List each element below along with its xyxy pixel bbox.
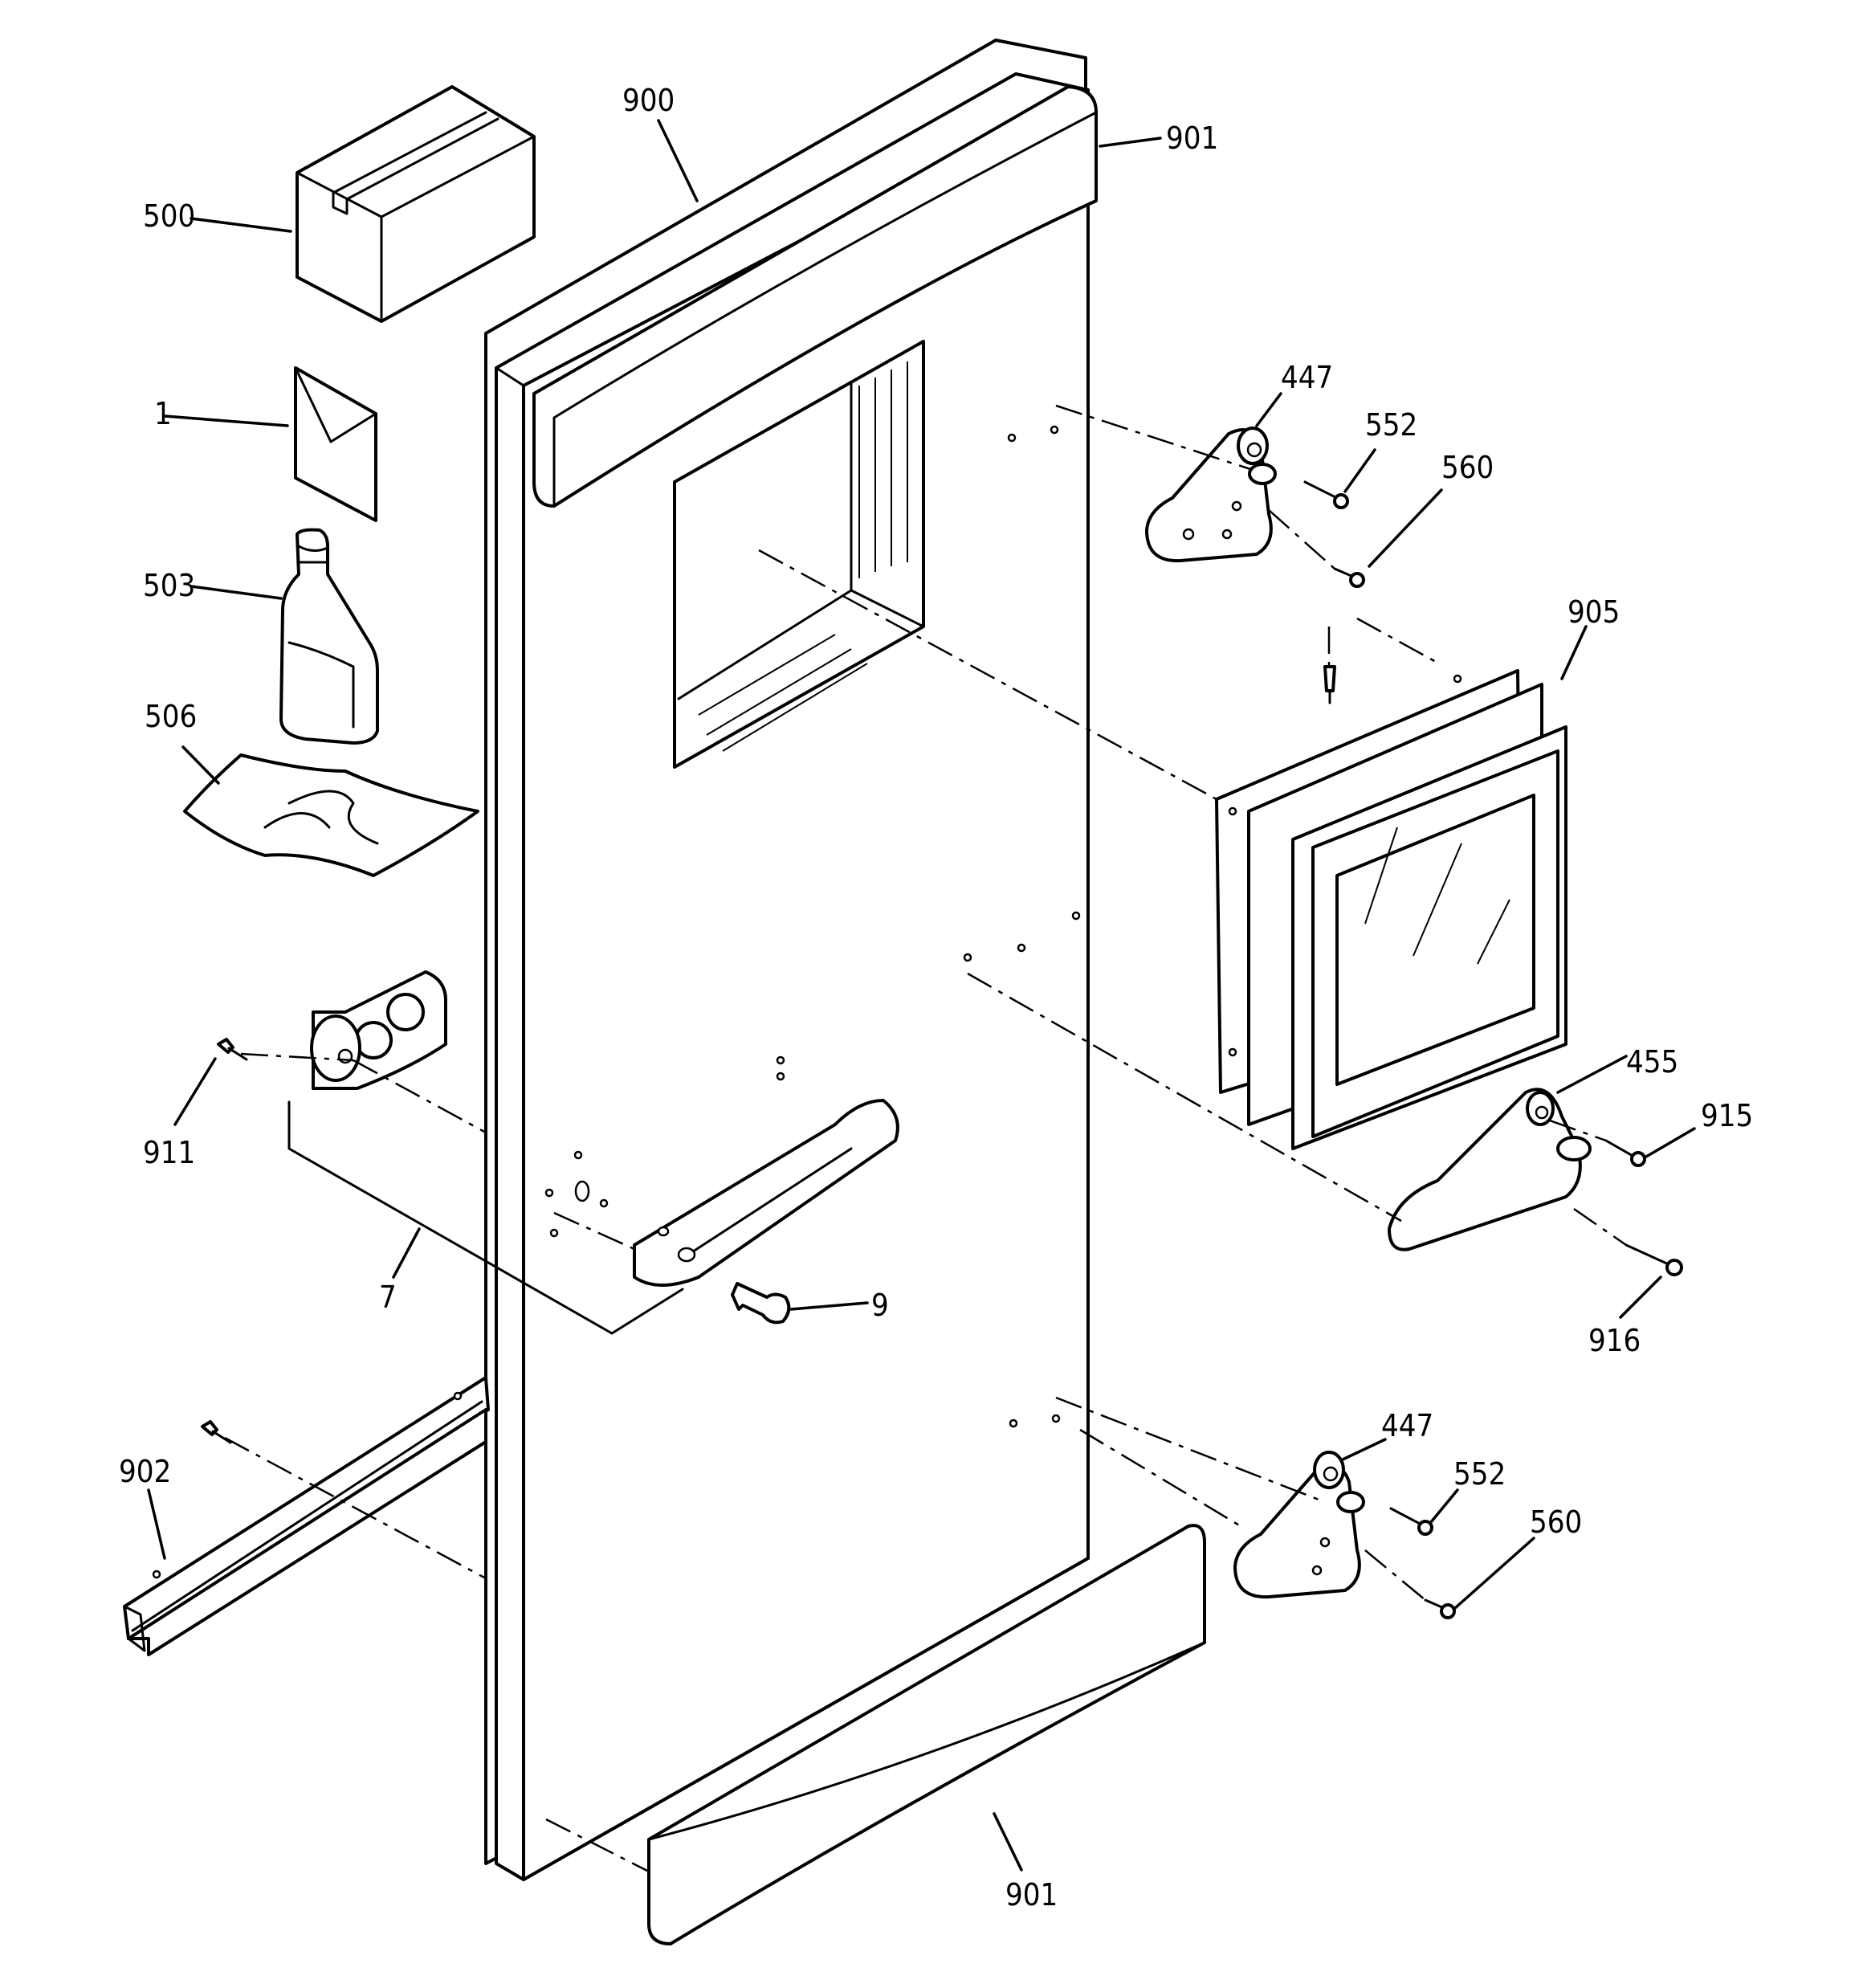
envelope <box>294 366 377 522</box>
door-panel <box>484 39 1098 1881</box>
callout-labels: 500 1 503 506 900 901 447 552 560 905 91… <box>119 83 1753 1912</box>
screw-916 <box>1625 1243 1683 1276</box>
callout-1: 1 <box>154 396 172 431</box>
lock-assembly <box>310 970 447 1090</box>
bottle <box>279 528 379 745</box>
callout-447-bottom: 447 <box>1381 1408 1433 1443</box>
callout-905: 905 <box>1567 594 1620 630</box>
window-assembly <box>1215 665 1567 1150</box>
callout-915: 915 <box>1701 1098 1753 1133</box>
bracket-line-7 <box>287 1100 684 1335</box>
callout-552-bottom: 552 <box>1453 1456 1506 1492</box>
screw-560-top <box>1333 567 1365 588</box>
key <box>731 1282 791 1325</box>
callout-901-top: 901 <box>1166 120 1218 156</box>
hinge-bottom <box>1233 1451 1365 1599</box>
door-handle <box>633 1099 899 1287</box>
screw-560-bottom <box>1424 1598 1456 1619</box>
hinge-middle <box>1388 1088 1592 1251</box>
callout-506: 506 <box>145 699 197 734</box>
callout-455: 455 <box>1626 1044 1678 1080</box>
callout-916: 916 <box>1588 1323 1641 1358</box>
callout-500: 500 <box>143 198 195 234</box>
callout-560-top: 560 <box>1441 450 1494 485</box>
hinge-top <box>1145 427 1277 563</box>
rail-assembly <box>123 1376 490 1656</box>
callout-900: 900 <box>622 83 675 118</box>
callout-560-bottom: 560 <box>1530 1504 1582 1540</box>
callout-902: 902 <box>119 1454 171 1489</box>
callout-911: 911 <box>143 1135 195 1170</box>
package-box <box>296 85 536 323</box>
leader-lines <box>147 119 1696 1872</box>
screw-915 <box>1604 1139 1646 1167</box>
bag <box>183 753 479 877</box>
screw-552-top <box>1303 480 1349 509</box>
screw-552-bottom <box>1389 1507 1433 1536</box>
assembly-lines <box>224 404 1627 1873</box>
screw-911 <box>217 1038 248 1061</box>
callout-447-top: 447 <box>1281 360 1333 395</box>
callout-503: 503 <box>143 568 195 603</box>
callout-552-top: 552 <box>1365 407 1417 443</box>
callout-901-bottom: 901 <box>1005 1877 1058 1912</box>
bottom-trim <box>647 1524 1206 1945</box>
callout-9: 9 <box>871 1288 889 1323</box>
callout-7: 7 <box>379 1280 397 1315</box>
